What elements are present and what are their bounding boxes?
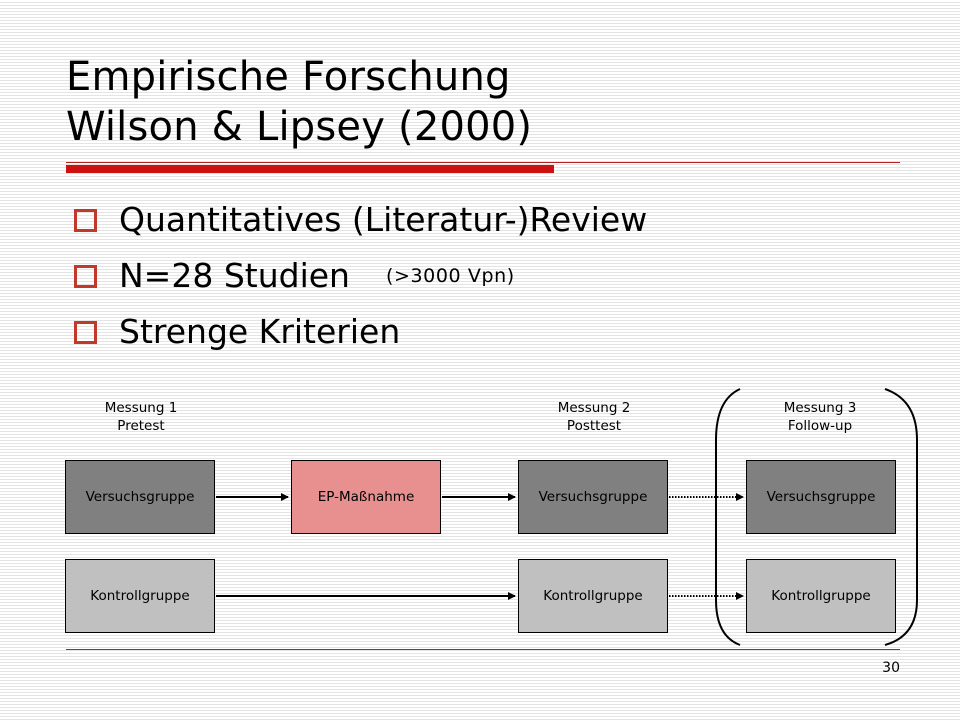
ep-massnahme-box: EP-Maßnahme [291, 460, 441, 534]
bullet-text: Strenge Kriterien [119, 312, 401, 351]
measurement-subtitle: Pretest [117, 418, 165, 434]
square-bullet-icon [74, 320, 97, 344]
bullet-text: N=28 Studien [119, 256, 350, 295]
bullet-note: (>3000 Vpn) [385, 265, 515, 287]
kontrollgruppe-box-3: Kontrollgruppe [746, 559, 896, 633]
bullet-list: Quantitatives (Literatur-)Review N=28 St… [74, 192, 647, 360]
square-bullet-icon [74, 264, 97, 288]
bullet-item-kriterien: Strenge Kriterien [74, 304, 647, 360]
measurement-title: Messung 1 [104, 400, 178, 416]
versuchsgruppe-box-2: Versuchsgruppe [518, 460, 668, 534]
title-divider-thick [66, 165, 554, 173]
measurement-subtitle: Follow-up [787, 418, 853, 434]
page-number: 30 [882, 660, 900, 676]
bullet-item-studien: N=28 Studien (>3000 Vpn) [74, 248, 647, 304]
measurement-label-3: Messung 3 Follow-up [735, 399, 905, 435]
measurement-title: Messung 2 [557, 400, 631, 416]
footer-divider [66, 649, 900, 650]
bullet-item-review: Quantitatives (Literatur-)Review [74, 192, 647, 248]
bullet-text: Quantitatives (Literatur-)Review [119, 200, 648, 239]
title-line-2: Wilson & Lipsey (2000) [66, 104, 533, 150]
versuchsgruppe-box-1: Versuchsgruppe [65, 460, 215, 534]
measurement-title: Messung 3 [783, 400, 857, 416]
measurement-subtitle: Posttest [566, 418, 622, 434]
measurement-label-1: Messung 1 Pretest [56, 399, 226, 435]
slide-title: Empirische Forschung Wilson & Lipsey (20… [66, 52, 532, 152]
title-divider-thin [66, 162, 900, 163]
versuchsgruppe-box-3: Versuchsgruppe [746, 460, 896, 534]
kontrollgruppe-box-1: Kontrollgruppe [65, 559, 215, 633]
measurement-label-2: Messung 2 Posttest [509, 399, 679, 435]
followup-bracket-left [715, 388, 741, 646]
square-bullet-icon [74, 208, 97, 232]
followup-bracket-right [884, 388, 918, 646]
title-line-1: Empirische Forschung [66, 54, 511, 100]
kontrollgruppe-box-2: Kontrollgruppe [518, 559, 668, 633]
